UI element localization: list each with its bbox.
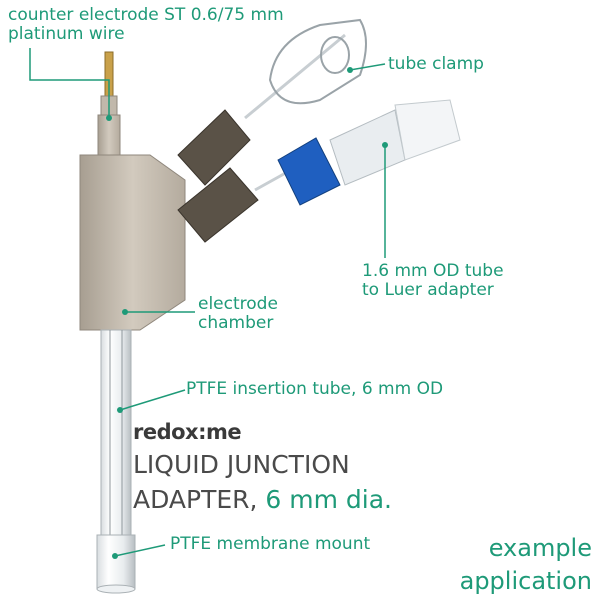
od-tube-label: 1.6 mm OD tube to Luer adapter xyxy=(362,262,504,300)
title-line1: LIQUID JUNCTION xyxy=(133,450,350,479)
counter-electrode-label-line1: counter electrode ST 0.6/75 mm xyxy=(8,5,284,25)
membrane-mount-label: PTFE membrane mount xyxy=(170,534,371,554)
leader-dots xyxy=(106,67,388,559)
example-line2: application xyxy=(459,567,592,595)
leader-tube-clamp xyxy=(349,63,386,71)
leader-insertion-tube xyxy=(119,389,186,411)
counter-electrode xyxy=(97,51,121,156)
upper-tube xyxy=(244,33,346,120)
brand-logo: redox:me xyxy=(133,420,242,444)
counter-electrode-label: counter electrode ST 0.6/75 mm platinum … xyxy=(8,6,284,44)
membrane-mount xyxy=(96,534,136,594)
electrode-chamber-label: electrode chamber xyxy=(198,295,278,333)
electrode-chamber-label-line1: electrode xyxy=(198,294,278,314)
insertion-tube-label: PTFE insertion tube, 6 mm OD xyxy=(186,379,444,399)
title-line2-prefix: ADAPTER, xyxy=(133,485,266,514)
lower-fitting xyxy=(177,167,259,243)
title-line2: ADAPTER, 6 mm dia. xyxy=(133,485,392,514)
example-application-note: example application xyxy=(460,532,592,598)
insertion-tube xyxy=(100,329,132,536)
tube-clamp xyxy=(268,18,367,105)
luer-blue-cap xyxy=(277,99,461,206)
upper-fitting xyxy=(177,109,251,186)
leader-counter-electrode xyxy=(29,48,110,118)
leader-membrane-mount xyxy=(114,544,166,557)
example-line1: example xyxy=(488,534,592,562)
leader-lines xyxy=(29,48,386,557)
electrode-chamber-label-line2: chamber xyxy=(198,313,274,333)
counter-electrode-label-line2: platinum wire xyxy=(8,24,125,44)
tube-clamp-label: tube clamp xyxy=(388,54,484,74)
title-line2-accent: 6 mm dia. xyxy=(265,485,393,514)
od-tube-label-line1: 1.6 mm OD tube xyxy=(362,261,504,281)
od-tube-label-line2: to Luer adapter xyxy=(362,280,494,300)
electrode-chamber-body xyxy=(79,154,186,331)
